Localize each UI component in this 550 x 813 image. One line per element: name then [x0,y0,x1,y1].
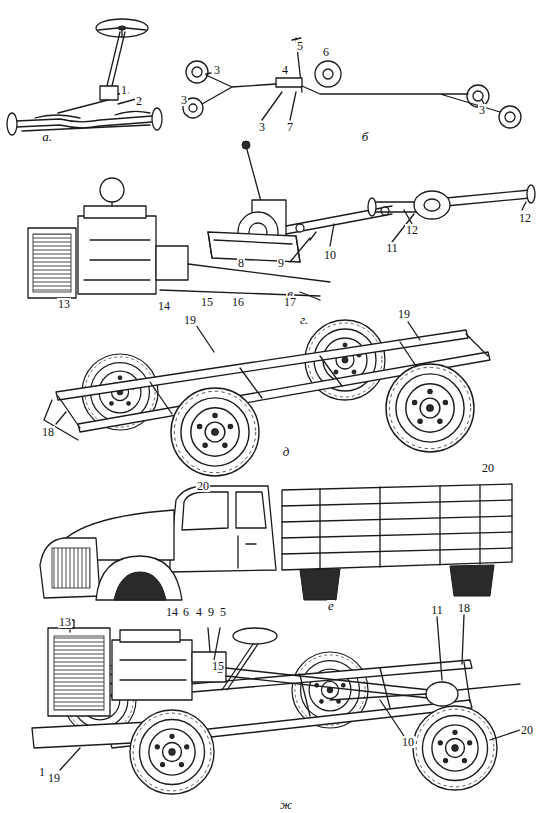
callout-number: 19 [183,314,197,326]
callout-number: 11 [430,604,444,616]
callout-number: 5 [296,40,304,52]
callout-number: 8 [237,257,245,269]
callout-number: 7 [286,121,294,133]
callout-number: 10 [323,249,337,261]
assembled-chassis [32,615,520,794]
truck-cab-body [40,484,512,600]
callout-number: 5 [219,606,227,618]
callout-number: 10 [401,736,415,748]
callout-number: 1 [120,84,128,96]
figure-letter: а. [41,131,53,143]
figure-letter: е [327,600,335,612]
callout-number: 4 [281,64,289,76]
callout-number: 18 [41,426,55,438]
callout-number: 19 [397,308,411,320]
callout-number: 13 [58,616,72,628]
steering-front-axle [7,19,162,135]
callout-number: 3 [478,104,486,116]
callout-number: 3 [213,64,221,76]
frame-with-wheels [44,320,490,476]
callout-number: 11 [385,242,399,254]
callout-number: 6 [322,46,330,58]
callout-number: 14 [157,300,171,312]
callout-number: 12 [518,212,532,224]
callout-number: 18 [457,602,471,614]
brake-system [183,38,521,128]
callout-number: 20 [481,462,495,474]
callout-number: 15 [211,660,225,672]
callout-number: 20 [196,480,210,492]
figure-letter: д [282,446,291,458]
callout-number: 9 [277,257,285,269]
figure-letter: б [361,131,370,143]
callout-number: 4 [195,606,203,618]
figure-letter: ж [279,799,293,811]
callout-number: 15 [200,296,214,308]
callout-number: 17 [283,296,297,308]
engine-group [28,178,330,300]
callout-number: 12 [405,224,419,236]
callout-number: 3 [258,121,266,133]
callout-number: 6 [182,606,190,618]
callout-number: 14 [165,606,179,618]
callout-number: 19 [47,772,61,784]
callout-number: 3 [180,94,188,106]
callout-number: 2 [135,95,143,107]
callout-number: 9 [207,606,215,618]
callout-number: 20 [520,724,534,736]
callout-number: 13 [57,298,71,310]
figure-letter: г. [299,314,309,326]
callout-number: 1 [38,766,46,778]
callout-number: 16 [231,296,245,308]
